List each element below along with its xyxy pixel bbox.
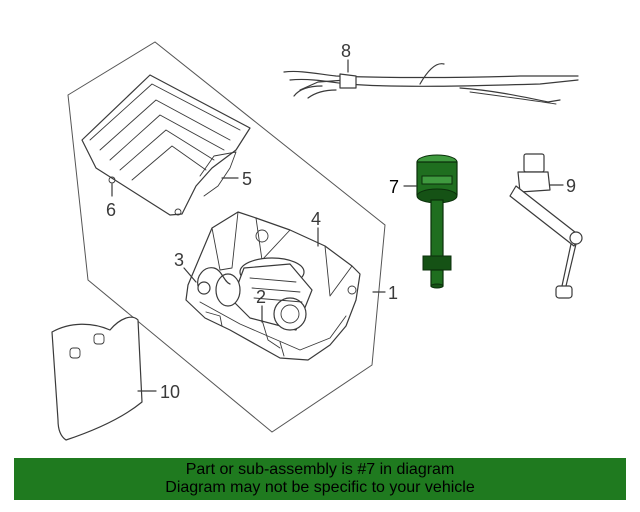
- callout-labels: 8 1 5 6 4 3 2 10 9 7: [106, 41, 576, 402]
- callout-5: 5: [242, 169, 252, 189]
- part-6-fastener: [108, 176, 116, 184]
- callout-6: 6: [106, 200, 116, 220]
- footer-line-1: Part or sub-assembly is #7 in diagram: [185, 461, 455, 478]
- part-3-fitting: [197, 267, 231, 295]
- callout-4: 4: [311, 209, 321, 229]
- leader-3: [183, 267, 197, 283]
- part-2-compressor: [215, 257, 313, 349]
- callout-7: 7: [389, 177, 399, 197]
- footer-banner: Part or sub-assembly is #7 in diagram Di…: [14, 458, 626, 500]
- callout-3: 3: [174, 250, 184, 270]
- part-10-pad: [51, 316, 143, 441]
- part-9-height-sensor: [509, 153, 583, 299]
- callout-1: 1: [388, 283, 398, 303]
- part-5-cover: [81, 74, 251, 216]
- callout-8: 8: [341, 41, 351, 61]
- part-8-harness: [283, 63, 579, 105]
- callout-9: 9: [566, 176, 576, 196]
- leader-lines: [111, 59, 564, 392]
- callout-10: 10: [160, 382, 180, 402]
- part-7-highlighted: [416, 154, 458, 289]
- parts-diagram: 8 1 5 6 4 3 2 10 9 7: [51, 41, 583, 441]
- assembly-box-outline: [67, 41, 386, 433]
- callout-2: 2: [256, 287, 266, 307]
- footer-line-2: Diagram may not be specific to your vehi…: [165, 479, 475, 496]
